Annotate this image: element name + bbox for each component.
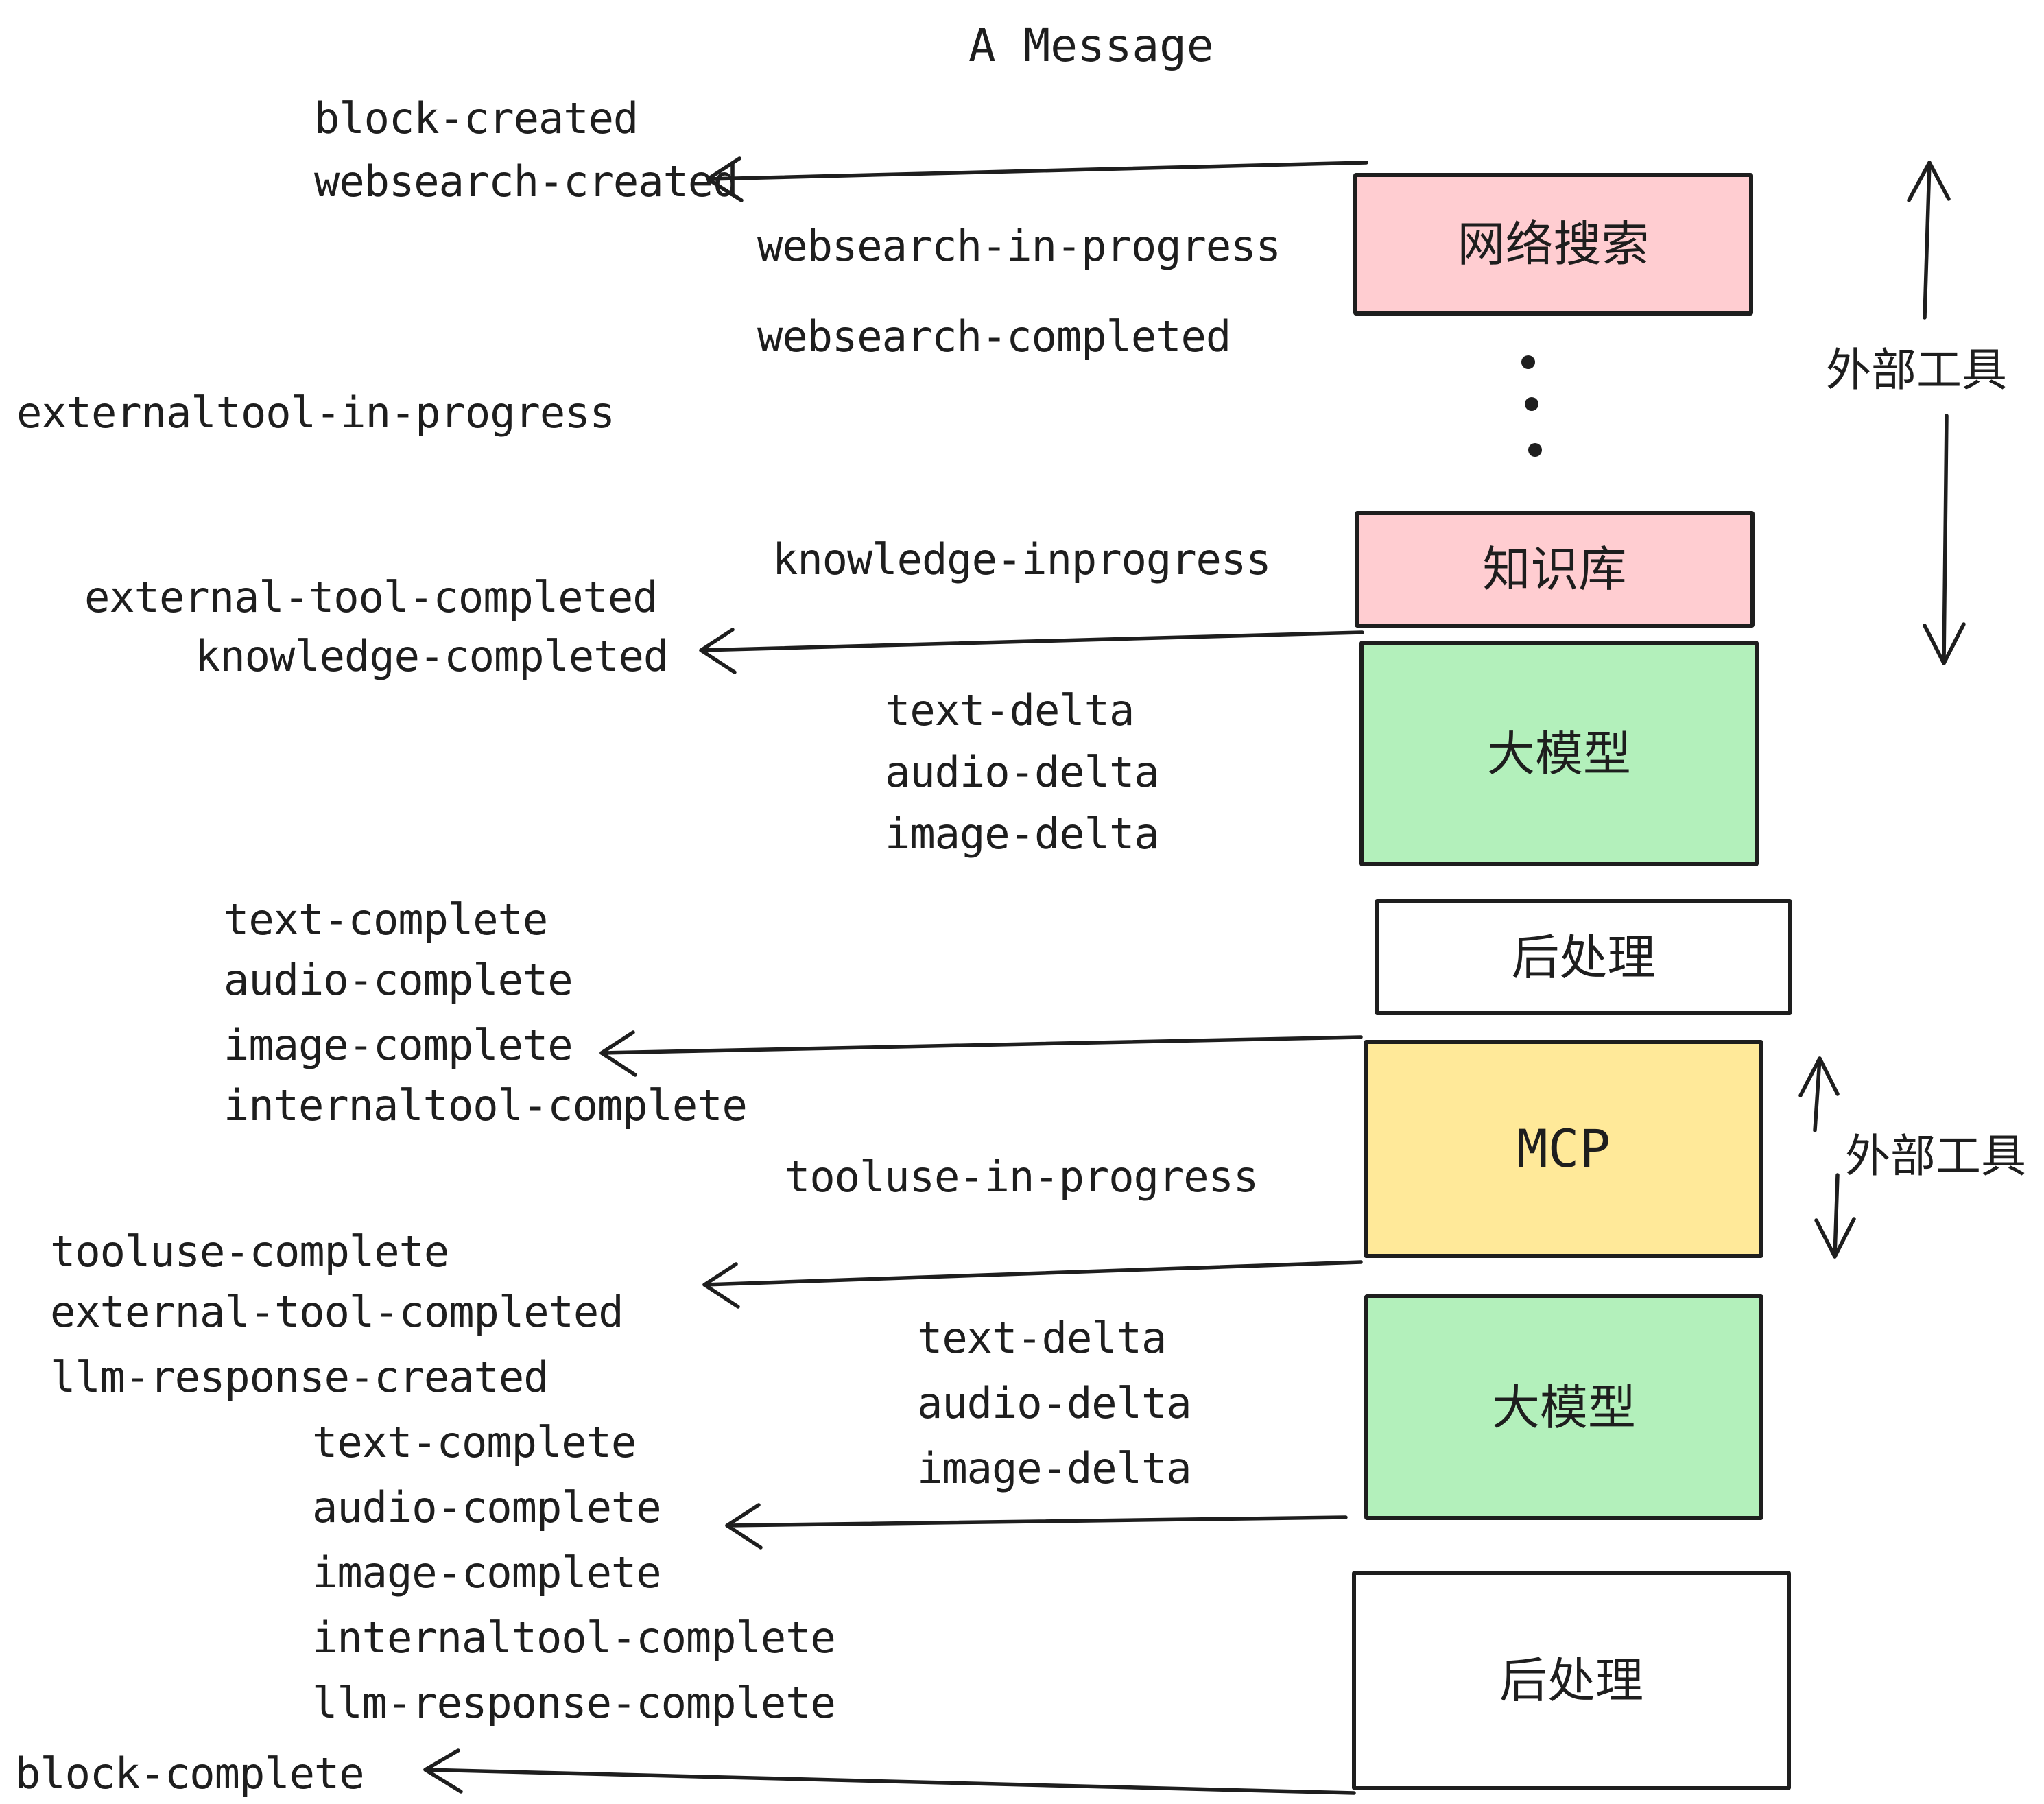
event-tooluse-complete: tooluse-complete (50, 1226, 449, 1277)
vertical-ellipsis-dots (1521, 355, 1542, 457)
event-external-tool-completed: external-tool-completed (84, 572, 658, 622)
event-llm-response-complete: llm-response-complete (312, 1678, 836, 1728)
event-audio-complete: audio-complete (224, 955, 573, 1005)
left-arrow-icon (599, 1030, 1363, 1077)
event-text-complete: text-complete (224, 894, 548, 945)
event-externaltool-in-progress: externaltool-in-progress (16, 388, 615, 438)
box-knowledge: 知识库 (1355, 511, 1755, 628)
left-arrow-icon (699, 628, 1364, 674)
up-arrow-icon (1798, 1056, 1840, 1132)
event-external-tool-completed-2: external-tool-completed (50, 1287, 624, 1337)
up-arrow-icon (1907, 161, 1951, 320)
event-block-created: block-created (314, 93, 639, 143)
box-postprocess-2: 后处理 (1352, 1571, 1791, 1790)
left-arrow-icon (423, 1748, 1356, 1795)
event-websearch-in-progress: websearch-in-progress (757, 221, 1281, 271)
event-image-delta: image-delta (885, 809, 1160, 859)
event-audio-delta-2: audio-delta (917, 1378, 1192, 1428)
box-llm-2: 大模型 (1364, 1294, 1763, 1520)
event-image-complete: image-complete (224, 1020, 573, 1070)
left-arrow-icon (706, 156, 1368, 202)
event-text-complete-2: text-complete (312, 1417, 637, 1467)
left-arrow-icon (702, 1260, 1363, 1309)
box-llm-1-label: 大模型 (1487, 725, 1631, 782)
diagram-title: A Message (968, 19, 1214, 72)
event-knowledge-completed: knowledge-completed (195, 631, 669, 681)
event-image-complete-2: image-complete (312, 1547, 662, 1598)
event-text-delta-2: text-delta (917, 1313, 1167, 1363)
box-websearch: 网络搜索 (1353, 173, 1753, 316)
event-image-delta-2: image-delta (917, 1443, 1192, 1493)
box-postprocess-1-label: 后处理 (1511, 929, 1656, 986)
event-tooluse-in-progress: tooluse-in-progress (785, 1152, 1259, 1202)
event-llm-response-created: llm-response-created (50, 1352, 549, 1402)
box-mcp: MCP (1364, 1040, 1763, 1258)
box-knowledge-label: 知识库 (1482, 541, 1627, 597)
event-audio-complete-2: audio-complete (312, 1482, 662, 1532)
box-postprocess-1: 后处理 (1375, 899, 1792, 1015)
side-label-external-tools-1: 外部工具 (1826, 344, 2007, 396)
event-internaltool-complete-2: internaltool-complete (312, 1613, 836, 1663)
event-text-delta: text-delta (885, 685, 1134, 735)
event-block-complete: block-complete (15, 1748, 365, 1799)
box-llm-1: 大模型 (1359, 641, 1759, 866)
box-postprocess-2-label: 后处理 (1499, 1652, 1643, 1709)
left-arrow-icon (725, 1503, 1348, 1550)
event-audio-delta: audio-delta (885, 747, 1160, 797)
event-websearch-completed: websearch-completed (757, 311, 1231, 361)
box-mcp-label: MCP (1516, 1118, 1611, 1179)
event-internaltool-complete: internaltool-complete (224, 1080, 748, 1130)
event-websearch-created: websearch-created (314, 156, 739, 206)
box-websearch-label: 网络搜索 (1457, 216, 1650, 272)
box-llm-2-label: 大模型 (1492, 1379, 1636, 1436)
event-knowledge-inprogress: knowledge-inprogress (772, 534, 1272, 584)
down-arrow-icon (1923, 414, 1966, 665)
down-arrow-icon (1814, 1173, 1856, 1259)
side-label-external-tools-2: 外部工具 (1845, 1130, 2026, 1183)
